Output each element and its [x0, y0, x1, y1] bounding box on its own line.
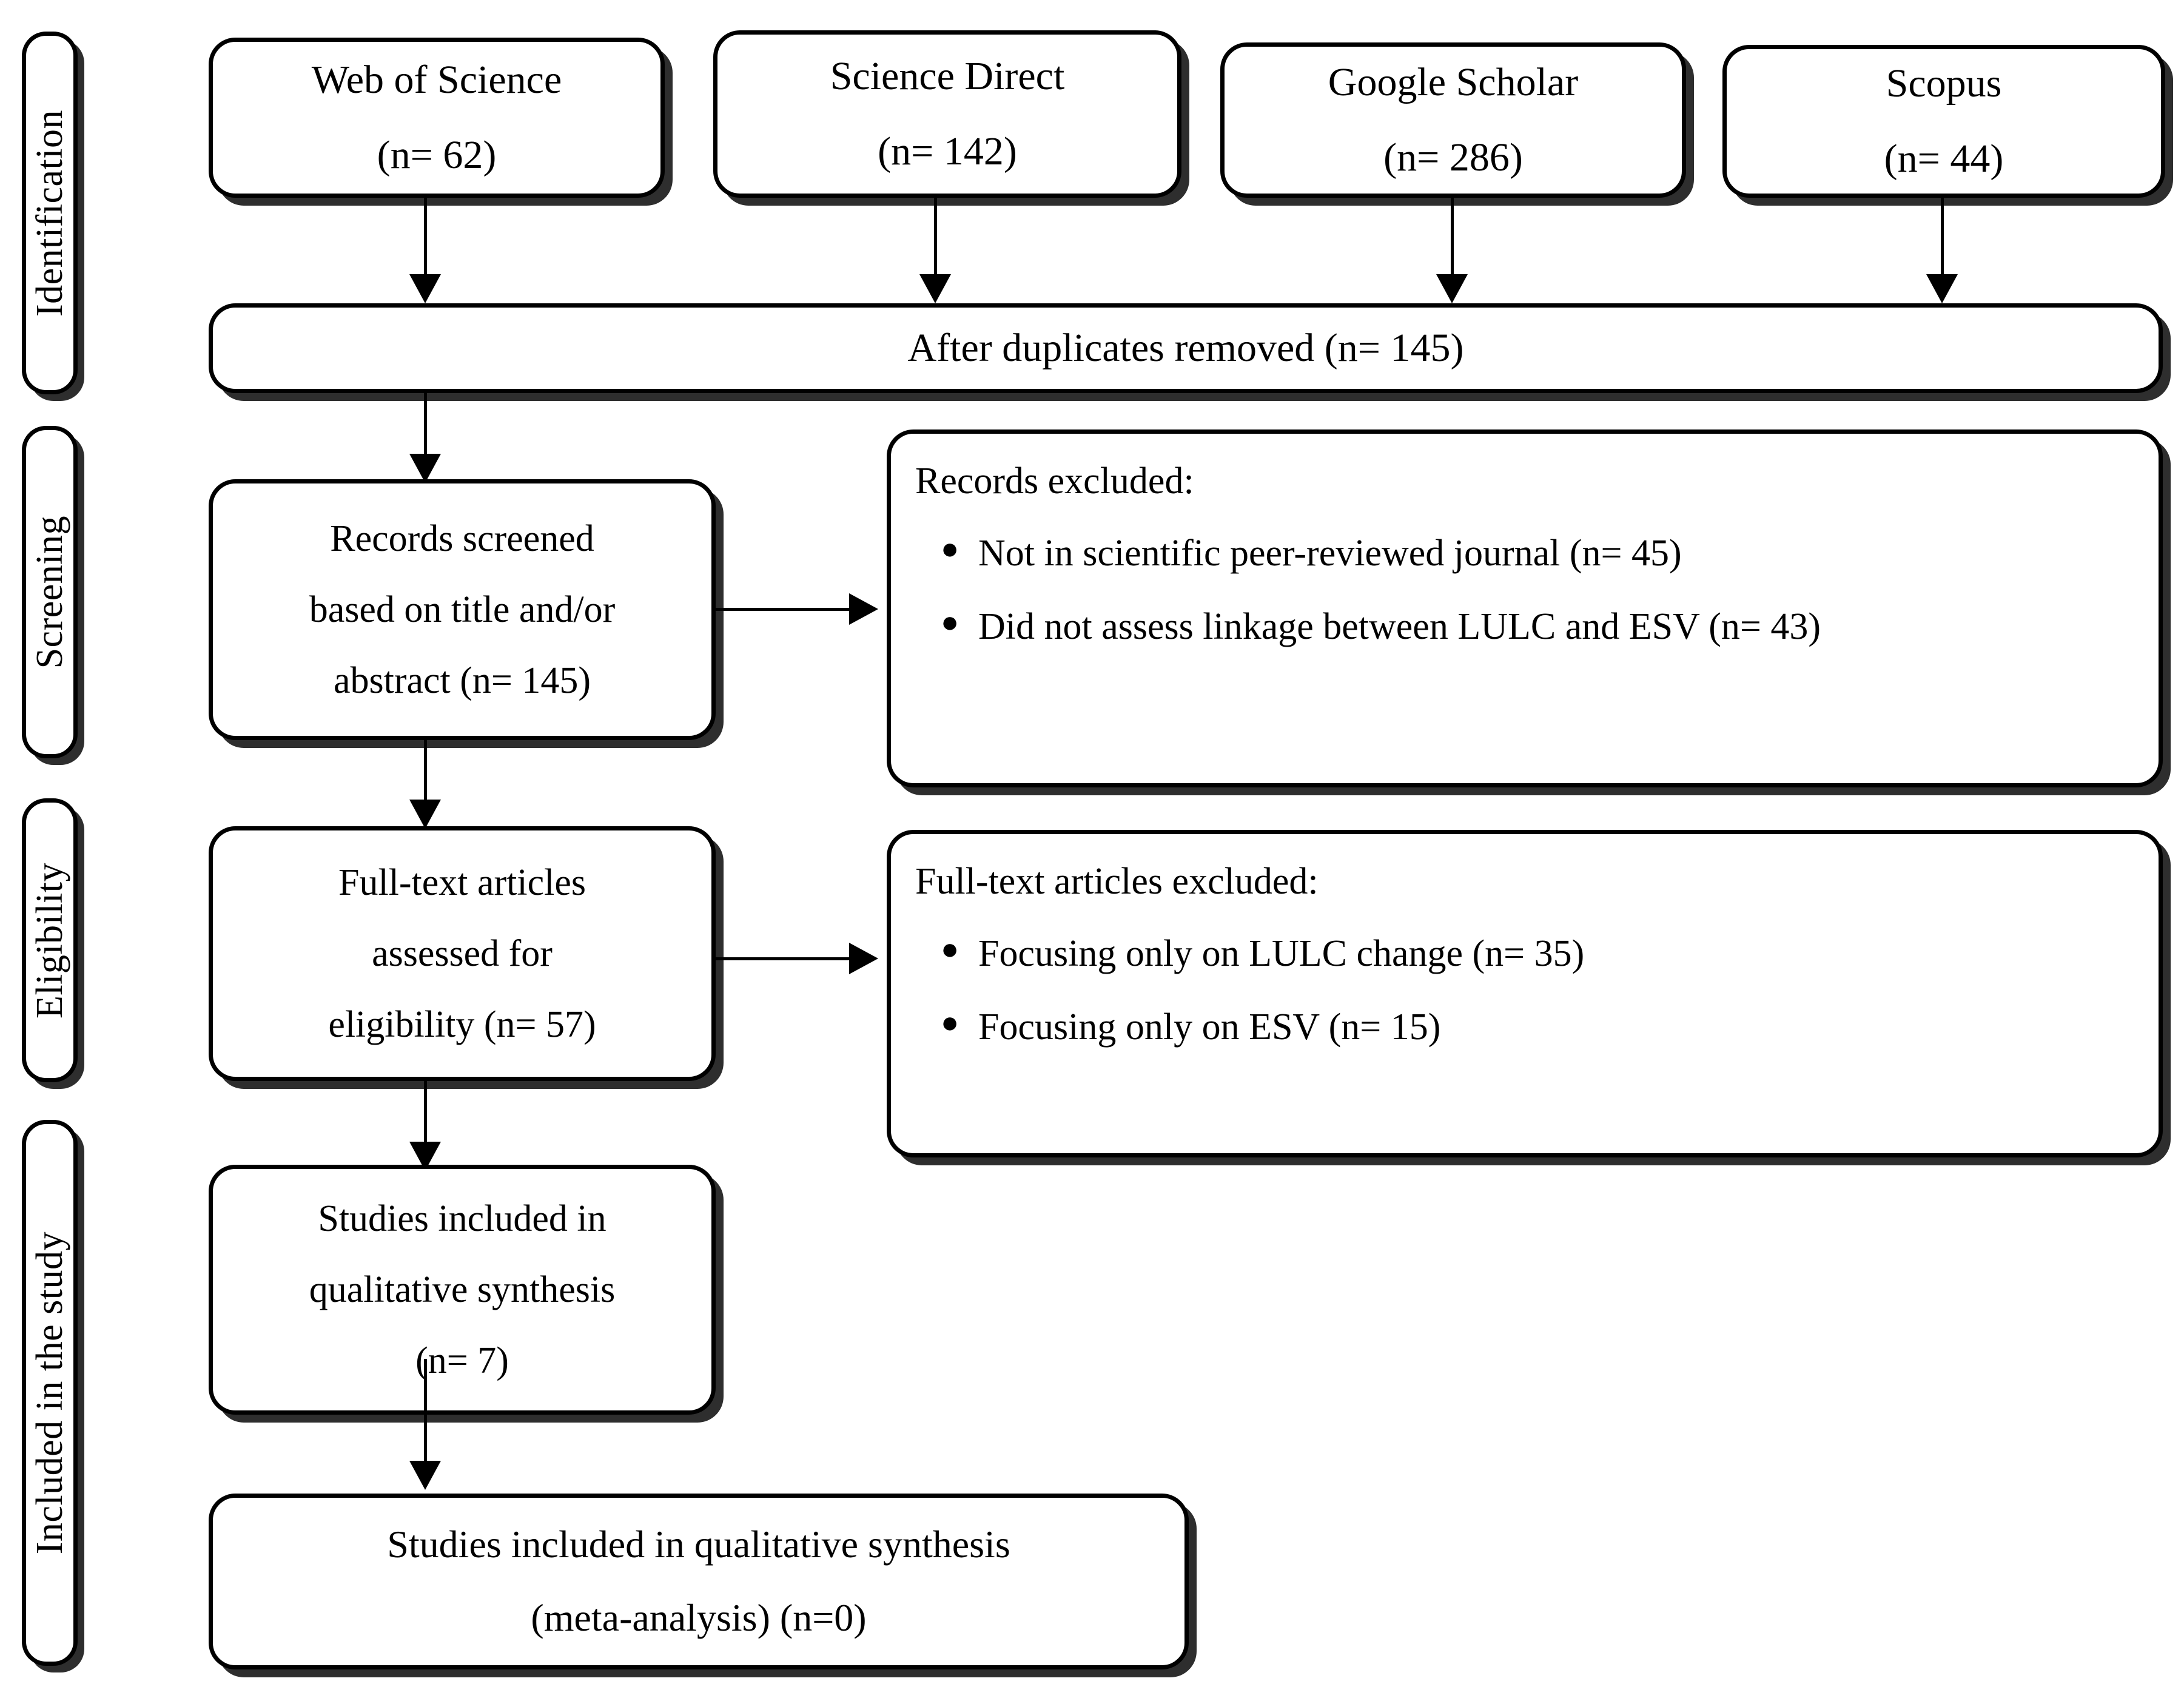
arrowhead-web-of-science [409, 274, 441, 303]
records-excluded-item-text: Not in scientific peer-reviewed journal … [978, 533, 1682, 574]
records-excluded-item-text: Did not assess linkage between LULC and … [978, 605, 1821, 647]
source-name-google-scholar: Google Scholar [1328, 60, 1579, 105]
source-box-scopus: Scopus (n= 44) [1722, 45, 2165, 198]
arrowhead-scopus [1926, 274, 1958, 303]
source-count-science-direct: (n= 142) [878, 129, 1017, 174]
stage-label-included-in-the-study: Included in the study [22, 1120, 78, 1666]
arrowhead-records-excluded [849, 593, 878, 625]
bullet-icon: ● [941, 531, 959, 566]
arrowhead-duplicates-to-screened [409, 454, 441, 483]
bullet-icon: ● [941, 604, 959, 639]
qualitative-synthesis-box: Studies included in qualitative synthesi… [209, 1165, 716, 1415]
qualitative-synthesis-line-3: (n= 7) [415, 1339, 509, 1381]
fulltext-excluded-item-text: Focusing only on LULC change (n= 35) [978, 933, 1585, 975]
meta-analysis-box: Studies included in qualitative synthesi… [209, 1494, 1189, 1669]
connector-web-of-science-to-duplicates [424, 198, 427, 288]
connector-fulltext-to-qualitative [424, 1081, 427, 1154]
fulltext-assessed-line-3: eligibility (n= 57) [328, 1003, 596, 1045]
fulltext-excluded-item: ● Focusing only on ESV (n= 15) [941, 1000, 2134, 1055]
qualitative-synthesis-line-1: Studies included in [318, 1198, 606, 1240]
records-screened-line-1: Records screened [330, 518, 594, 560]
arrowhead-science-direct [919, 274, 951, 303]
stage-label-eligibility-text: Eligibility [29, 862, 70, 1019]
records-screened-line-2: based on title and/or [309, 588, 616, 630]
arrowhead-screened-to-fulltext [409, 800, 441, 829]
records-screened-box: Records screened based on title and/or a… [209, 479, 716, 740]
connector-qualitative-to-meta [424, 1359, 427, 1480]
connector-fulltext-to-excluded [716, 957, 856, 960]
source-name-web-of-science: Web of Science [311, 58, 562, 103]
meta-analysis-line-2: (meta-analysis) (n=0) [531, 1595, 867, 1639]
records-excluded-list: ● Not in scientific peer-reviewed journa… [915, 526, 2134, 654]
meta-analysis-line-1: Studies included in qualitative synthesi… [387, 1523, 1010, 1566]
source-box-web-of-science: Web of Science (n= 62) [209, 38, 665, 198]
connector-google-scholar-to-duplicates [1451, 198, 1454, 288]
connector-scopus-to-duplicates [1941, 198, 1944, 288]
records-excluded-box: Records excluded: ● Not in scientific pe… [887, 429, 2163, 787]
fulltext-assessed-line-2: assessed for [372, 932, 553, 974]
source-name-science-direct: Science Direct [830, 54, 1065, 99]
arrowhead-google-scholar [1436, 274, 1468, 303]
duplicates-removed-box: After duplicates removed (n= 145) [209, 303, 2163, 393]
connector-science-direct-to-duplicates [934, 198, 937, 288]
fulltext-excluded-box: Full-text articles excluded: ● Focusing … [887, 830, 2163, 1157]
source-count-web-of-science: (n= 62) [377, 133, 497, 178]
bullet-icon: ● [941, 1005, 959, 1039]
source-box-science-direct: Science Direct (n= 142) [713, 30, 1181, 198]
source-box-google-scholar: Google Scholar (n= 286) [1220, 42, 1686, 198]
stage-label-identification-text: Identification [29, 109, 70, 317]
records-excluded-item: ● Did not assess linkage between LULC an… [941, 599, 2134, 655]
stage-label-included-text: Included in the study [29, 1231, 70, 1555]
fulltext-assessed-line-1: Full-text articles [338, 862, 586, 904]
records-excluded-item: ● Not in scientific peer-reviewed journa… [941, 526, 2134, 581]
fulltext-assessed-box: Full-text articles assessed for eligibil… [209, 826, 716, 1081]
fulltext-excluded-item-text: Focusing only on ESV (n= 15) [978, 1006, 1441, 1048]
fulltext-excluded-item: ● Focusing only on LULC change (n= 35) [941, 926, 2134, 982]
fulltext-excluded-list: ● Focusing only on LULC change (n= 35) ●… [915, 926, 2134, 1054]
fulltext-excluded-heading: Full-text articles excluded: [915, 861, 1319, 902]
stage-label-eligibility: Eligibility [22, 798, 78, 1082]
qualitative-synthesis-line-2: qualitative synthesis [309, 1268, 616, 1310]
source-name-scopus: Scopus [1886, 61, 2002, 106]
bullet-icon: ● [941, 932, 959, 966]
records-screened-line-3: abstract (n= 145) [333, 659, 591, 701]
stage-label-screening-text: Screening [29, 515, 70, 669]
connector-duplicates-to-screened [424, 393, 427, 466]
source-count-google-scholar: (n= 286) [1383, 135, 1523, 180]
duplicates-removed-label: After duplicates removed (n= 145) [907, 326, 1464, 371]
stage-label-screening: Screening [22, 426, 78, 758]
arrowhead-fulltext-excluded [849, 943, 878, 974]
source-count-scopus: (n= 44) [1884, 136, 2004, 181]
records-excluded-heading: Records excluded: [915, 460, 1194, 502]
arrowhead-qualitative-to-meta [409, 1461, 441, 1490]
connector-screened-to-records-excluded [716, 608, 856, 611]
connector-screened-to-fulltext [424, 740, 427, 812]
stage-label-identification: Identification [22, 32, 78, 394]
